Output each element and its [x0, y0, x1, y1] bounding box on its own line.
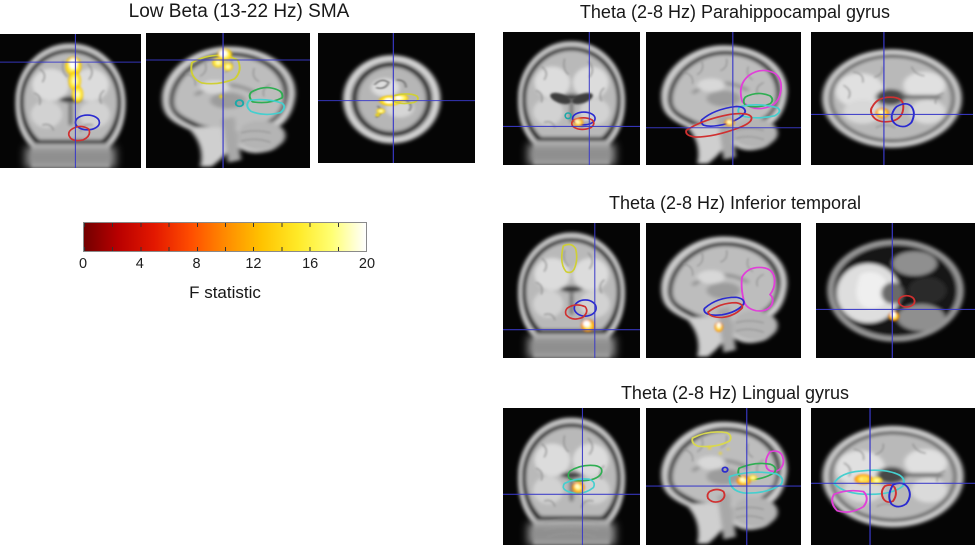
activation-blob [580, 318, 596, 333]
tick-label-0: 0 [78, 256, 88, 272]
crosshair [0, 34, 141, 168]
mri-slice-lingual-axial [811, 408, 975, 545]
panel-title-theta-lingual: Theta (2-8 Hz) Lingual gyrus [620, 383, 850, 403]
contour-cyan [562, 478, 596, 494]
activation-blob [571, 481, 586, 494]
contour-yellow [560, 243, 578, 274]
contour-red [564, 304, 588, 320]
contour-blue [721, 466, 729, 473]
colorbar-minor-ticks-bottom [84, 247, 366, 251]
contour-cyan [737, 103, 781, 119]
contour-red [67, 125, 91, 142]
panel-title-low-beta-sma: Low Beta (13-22 Hz) SMA [128, 1, 350, 22]
mri-slice-lingual-coronal [503, 408, 640, 545]
colorbar-minor-ticks-top [84, 223, 366, 227]
contour-yellow [691, 431, 732, 448]
mri-slice-parahippocampal-axial [811, 32, 973, 165]
contour-green [567, 464, 603, 482]
contour-cyan [728, 471, 784, 494]
crosshair [811, 32, 973, 165]
brain-anatomy [827, 239, 964, 342]
mri-slice-sma-axial [318, 33, 475, 163]
contour-green [248, 86, 284, 104]
activation-blob [735, 474, 758, 487]
activation-blob [888, 310, 900, 322]
panel-title-theta-parahippocampal: Theta (2-8 Hz) Parahippocampal gyrus [579, 2, 891, 22]
mri-slice-parahippocampal-coronal [503, 32, 640, 165]
mri-slice-sma-sagittal [146, 33, 310, 168]
tick-label-4: 4 [135, 256, 144, 272]
mri-slice-parahippocampal-sagittal [646, 32, 801, 165]
crosshair [811, 408, 975, 545]
crosshair [503, 408, 640, 545]
activation-blob [714, 321, 724, 333]
activation-blob [724, 118, 736, 127]
crosshair [646, 32, 801, 165]
tick-label-20: 20 [358, 256, 376, 272]
contour-red [570, 116, 595, 131]
contour-red [707, 301, 744, 319]
crosshair [318, 33, 475, 163]
mri-slice-inferior-temporal-coronal [503, 223, 640, 358]
activation-blob [64, 55, 84, 104]
contour-blue [888, 482, 911, 508]
crosshair [503, 223, 640, 358]
contour-green [742, 92, 774, 108]
mri-slice-inferior-temporal-axial [816, 223, 975, 358]
crosshair [816, 223, 975, 358]
tick-label-16: 16 [302, 256, 319, 272]
mri-slice-sma-coronal [0, 34, 141, 168]
mri-slice-lingual-sagittal [646, 408, 801, 545]
ventricles [550, 92, 593, 105]
colorbar-axis-label: F statistic [189, 283, 261, 302]
tick-label-12: 12 [245, 256, 262, 272]
contour-red [897, 294, 916, 308]
contour-red [685, 112, 753, 138]
mri-slice-inferior-temporal-sagittal [646, 223, 801, 358]
contour-blue [703, 296, 745, 316]
contour-cyan [246, 98, 286, 116]
crosshair [646, 408, 801, 545]
activation-blob [211, 47, 234, 99]
crosshair [146, 33, 310, 168]
contour-blue [571, 111, 596, 126]
contour-yellow [392, 93, 419, 105]
contour-teal [564, 112, 572, 120]
contour-teal [234, 99, 245, 108]
crosshair [503, 32, 640, 165]
activation-blob [853, 473, 884, 485]
activation-blob [874, 107, 890, 119]
cerebellum-striations [543, 518, 600, 538]
f-statistic-colorbar [83, 222, 367, 252]
contour-red [706, 488, 726, 503]
colorbar-tick-labels: 0 4 8 12 16 20 [79, 256, 375, 274]
contour-blue [573, 299, 597, 317]
tick-label-8: 8 [192, 256, 201, 272]
contour-blue [890, 103, 915, 128]
contour-magenta [831, 489, 868, 513]
yellow-specks [707, 446, 730, 455]
panel-title-theta-inferior-temporal: Theta (2-8 Hz) Inferior temporal [608, 193, 862, 213]
activation-blob [572, 117, 584, 128]
